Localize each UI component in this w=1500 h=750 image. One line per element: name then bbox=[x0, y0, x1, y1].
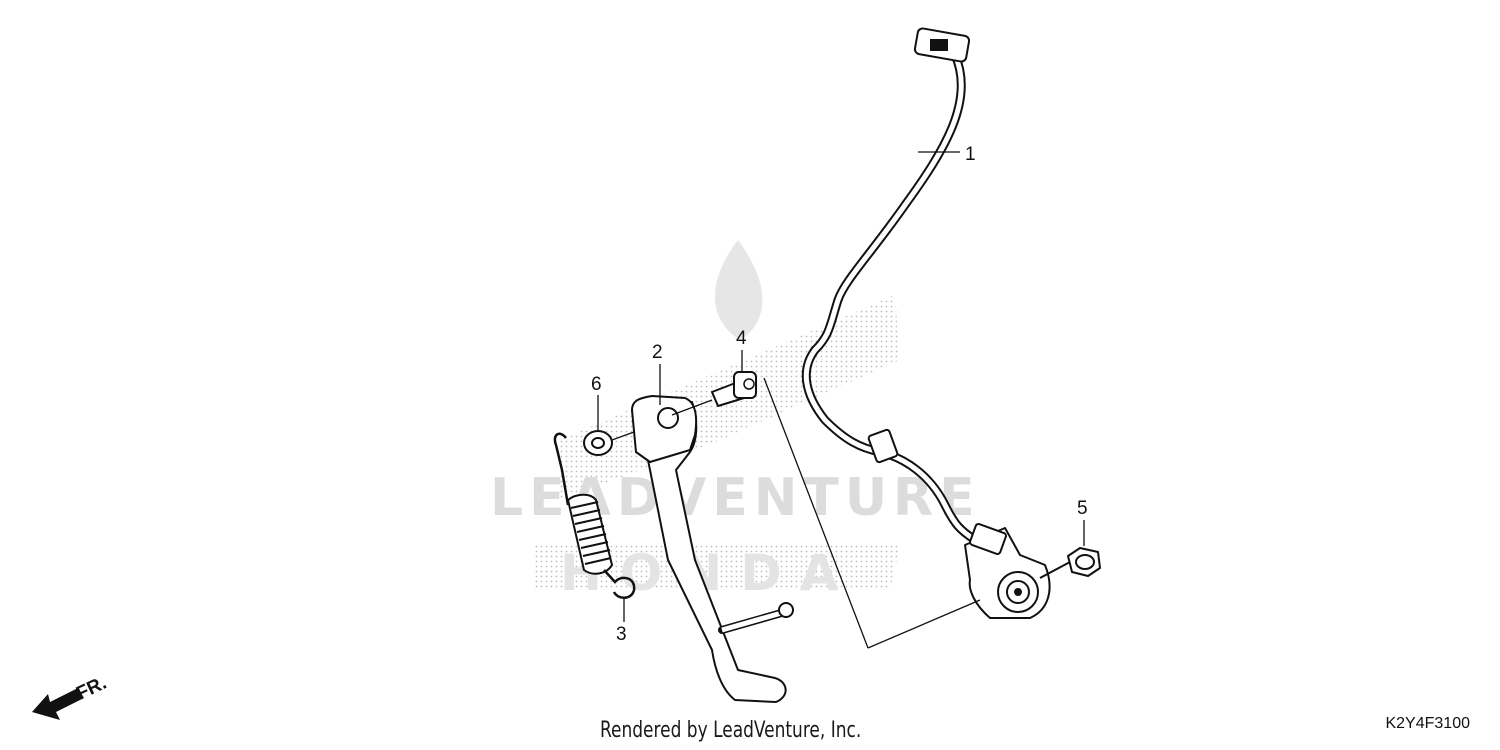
front-arrow-icon bbox=[32, 688, 84, 720]
stand-peg-end bbox=[778, 602, 794, 618]
part-6-washer[interactable]: 6 bbox=[583, 374, 635, 456]
callout-6[interactable]: 6 bbox=[591, 374, 602, 395]
footer-credit: Rendered by LeadVenture, Inc. bbox=[600, 718, 862, 743]
wire-connector-socket bbox=[930, 39, 948, 51]
stand-pivot-hole bbox=[657, 407, 679, 429]
front-direction-indicator: FR. bbox=[32, 673, 110, 720]
switch-axis-line bbox=[763, 377, 869, 649]
stand-peg-fill bbox=[721, 609, 786, 633]
wire-harness-fill bbox=[803, 52, 978, 543]
callout-3[interactable]: 3 bbox=[616, 624, 627, 645]
bolt-head-recess bbox=[743, 378, 755, 390]
callout-4[interactable]: 4 bbox=[736, 328, 747, 349]
diagram-code: K2Y4F3100 bbox=[1385, 715, 1470, 732]
watermark: LEADVENTURE HONDA bbox=[490, 240, 975, 602]
washer-axis-line bbox=[611, 431, 635, 441]
part-1-sidestand-switch[interactable]: 1 bbox=[801, 27, 1051, 619]
part-4-pivot-bolt[interactable]: 4 bbox=[671, 328, 981, 649]
wire-clip bbox=[867, 428, 899, 464]
part-5-bolt-shank bbox=[1039, 561, 1071, 579]
spring-top-hook bbox=[553, 432, 570, 506]
watermark-flame-icon bbox=[714, 240, 763, 340]
switch-axis-line-2 bbox=[867, 599, 981, 649]
part-3-spring[interactable]: 3 bbox=[553, 432, 636, 645]
callout-5[interactable]: 5 bbox=[1077, 498, 1088, 519]
pivot-axis-line bbox=[671, 399, 713, 416]
spring-bottom-hook bbox=[603, 569, 636, 599]
callout-1[interactable]: 1 bbox=[965, 144, 976, 165]
switch-body bbox=[964, 523, 1051, 619]
spring-coils bbox=[567, 493, 613, 575]
part-5-bolt[interactable]: 5 bbox=[1039, 498, 1101, 579]
callout-2[interactable]: 2 bbox=[652, 342, 663, 363]
